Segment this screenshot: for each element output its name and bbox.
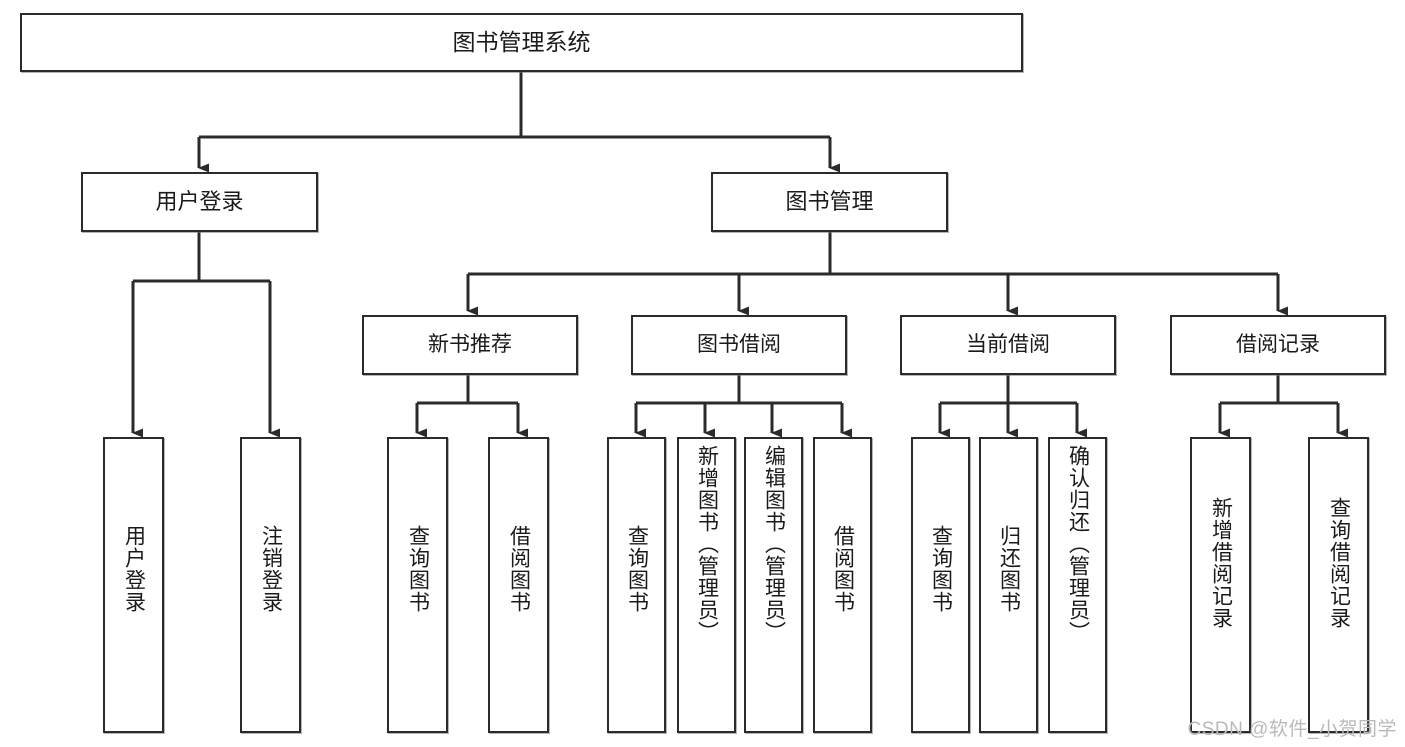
node-label: 当前借阅 bbox=[966, 332, 1050, 356]
node-label: 新增图书（管理员） bbox=[695, 445, 719, 643]
node-label: 查询图书 bbox=[929, 525, 953, 613]
node-label: 借阅图书 bbox=[507, 525, 531, 613]
node-label: 图书管理系统 bbox=[452, 28, 591, 55]
node-sub-new-book-recommend[interactable]: 新书推荐 bbox=[362, 315, 578, 375]
node-leaf-borrowrecord-add[interactable]: 新增借阅记录 bbox=[1190, 437, 1251, 733]
node-label: 归还图书 bbox=[997, 525, 1021, 613]
node-branch-book-manage[interactable]: 图书管理 bbox=[711, 172, 948, 232]
node-leaf-bookborrow-edit[interactable]: 编辑图书（管理员） bbox=[744, 437, 803, 733]
node-sub-current-borrow[interactable]: 当前借阅 bbox=[900, 315, 1116, 375]
node-leaf-newbook-borrow[interactable]: 借阅图书 bbox=[488, 437, 549, 733]
node-label: 借阅记录 bbox=[1236, 332, 1320, 356]
node-label: 新书推荐 bbox=[428, 332, 512, 356]
node-label: 查询图书 bbox=[625, 525, 649, 613]
node-leaf-currentborrow-return[interactable]: 归还图书 bbox=[979, 437, 1038, 733]
node-label: 查询借阅记录 bbox=[1327, 497, 1351, 629]
node-branch-user-login[interactable]: 用户登录 bbox=[81, 172, 318, 232]
node-leaf-bookborrow-query[interactable]: 查询图书 bbox=[607, 437, 666, 733]
node-sub-book-borrow[interactable]: 图书借阅 bbox=[631, 315, 847, 375]
node-leaf-user-login-signin[interactable]: 用户登录 bbox=[103, 437, 164, 733]
node-leaf-bookborrow-borrow[interactable]: 借阅图书 bbox=[813, 437, 872, 733]
node-root-system[interactable]: 图书管理系统 bbox=[20, 13, 1023, 72]
node-leaf-currentborrow-confirm[interactable]: 确认归还（管理员） bbox=[1048, 437, 1107, 733]
node-sub-borrow-record[interactable]: 借阅记录 bbox=[1170, 315, 1386, 375]
node-leaf-currentborrow-query[interactable]: 查询图书 bbox=[911, 437, 970, 733]
node-label: 注销登录 bbox=[259, 525, 283, 613]
node-label: 图书借阅 bbox=[697, 332, 781, 356]
node-label: 确认归还（管理员） bbox=[1066, 445, 1090, 643]
node-leaf-user-login-signout[interactable]: 注销登录 bbox=[240, 437, 301, 733]
node-label: 查询图书 bbox=[406, 525, 430, 613]
node-label: 编辑图书（管理员） bbox=[762, 445, 786, 643]
node-label: 图书管理 bbox=[785, 189, 874, 215]
node-label: 用户登录 bbox=[122, 525, 146, 613]
node-leaf-borrowrecord-query[interactable]: 查询借阅记录 bbox=[1308, 437, 1369, 733]
node-label: 借阅图书 bbox=[831, 525, 855, 613]
node-leaf-bookborrow-add[interactable]: 新增图书（管理员） bbox=[677, 437, 736, 733]
node-label: 用户登录 bbox=[155, 189, 244, 215]
node-leaf-newbook-query[interactable]: 查询图书 bbox=[387, 437, 448, 733]
watermark-text: CSDN @软件_小贺同学 bbox=[1187, 719, 1397, 740]
node-label: 新增借阅记录 bbox=[1209, 497, 1233, 629]
